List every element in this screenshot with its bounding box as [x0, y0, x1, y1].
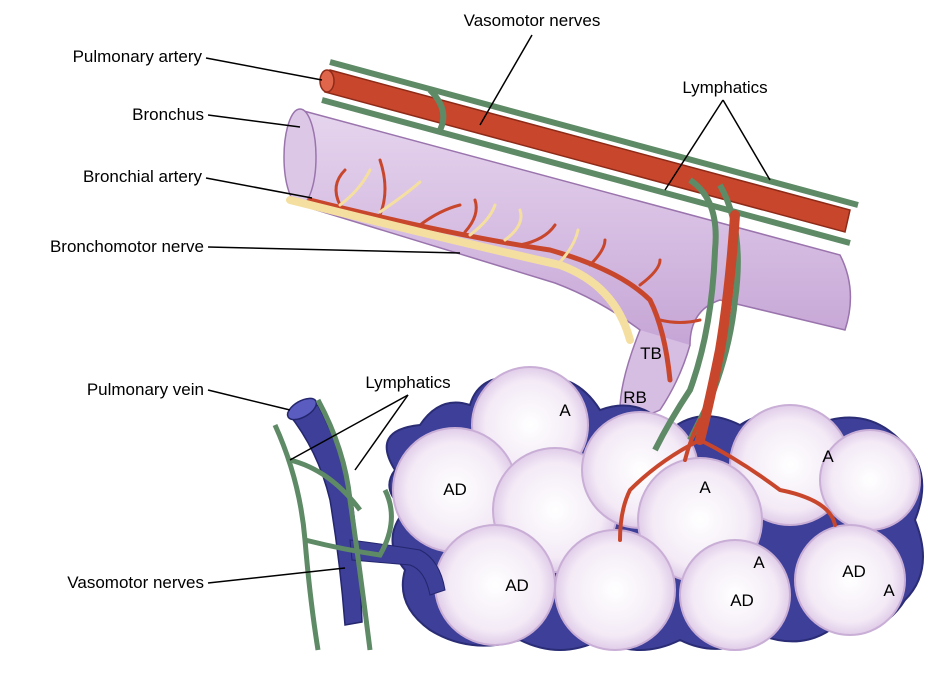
tag-alveolus-4: A — [753, 553, 765, 572]
label-pulmonary-vein: Pulmonary vein — [87, 380, 204, 399]
tag-alveolar-duct-4: AD — [842, 562, 866, 581]
tag-alveolus-1: A — [559, 401, 571, 420]
tag-alveolar-duct-2: AD — [505, 576, 529, 595]
label-pulmonary-artery: Pulmonary artery — [73, 47, 203, 66]
label-vasomotor-nerves-bottom: Vasomotor nerves — [67, 573, 204, 592]
tag-respiratory-bronchiole: RB — [623, 388, 647, 407]
tag-alveolar-duct-3: AD — [730, 591, 754, 610]
tag-terminal-bronchiole: TB — [640, 344, 662, 363]
label-lymphatics-left: Lymphatics — [365, 373, 450, 392]
label-bronchus: Bronchus — [132, 105, 204, 124]
tag-alveolar-duct-1: AD — [443, 480, 467, 499]
tag-alveolus-3: A — [822, 447, 834, 466]
label-bronchial-artery: Bronchial artery — [83, 167, 203, 186]
tag-alveolus-2: A — [699, 478, 711, 497]
tag-alveolus-5: A — [883, 581, 895, 600]
label-lymphatics-top: Lymphatics — [682, 78, 767, 97]
label-vasomotor-nerves-top: Vasomotor nerves — [464, 11, 601, 30]
label-bronchomotor-nerve: Bronchomotor nerve — [50, 237, 204, 256]
